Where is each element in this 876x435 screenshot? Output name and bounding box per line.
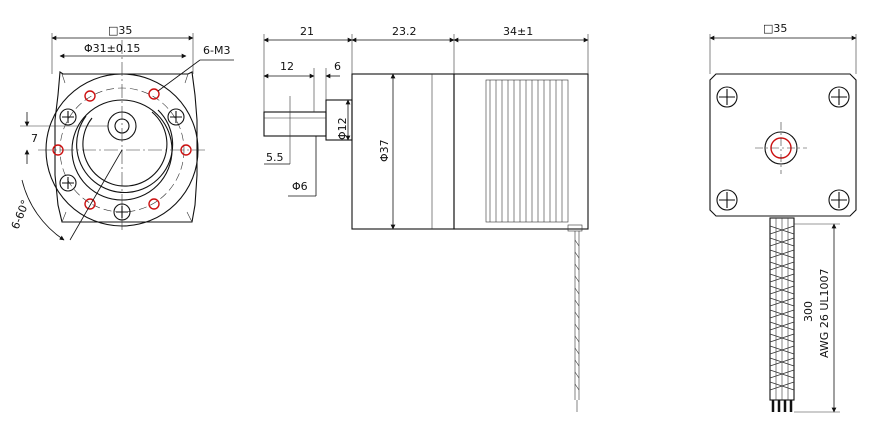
side-dim-motor: 34±1 [503,25,533,38]
side-dim-hub-dia: Φ12 [336,117,349,140]
front-offset-label: 7 [31,132,38,145]
front-screw-bottom [113,203,131,221]
front-hole-marker-1 [84,90,96,102]
front-screw-upper-left [59,108,77,126]
side-cable [574,231,580,412]
side-dim-hub-len: 12 [280,60,294,73]
rear-screw-top-left [716,86,738,108]
front-pitch-dia-label: Φ31±0.15 [84,42,140,55]
rear-wire-ends [771,400,793,412]
rear-lead-length: 300 [802,301,815,322]
side-fin-lines [489,80,563,222]
front-screw-lower-left [59,174,77,192]
rear-square-label: □35 [763,22,787,35]
rear-screw-top-right [828,86,850,108]
front-hole-marker-2 [148,88,160,100]
rear-wire-braid [775,218,789,400]
front-hole-marker-3 [52,144,64,156]
rear-screw-bottom-left [716,189,738,211]
rear-screw-bottom-right [828,189,850,211]
front-hole-marker-4 [180,144,192,156]
side-motor-fins [485,79,569,223]
side-dim-gearbox: 23.2 [392,25,417,38]
rear-wire-spec: AWG 26 UL1007 [818,269,831,359]
front-holes-label: 6-M3 [203,44,230,57]
side-dim-shaft-end: 6 [334,60,341,73]
side-dim-shaft-dia: Φ6 [292,180,308,193]
rear-view: □35 [709,22,857,413]
side-dim-flat: 5.5 [266,151,284,164]
front-flange-corner-marks [61,73,193,223]
front-gear-crescent [76,109,174,194]
rear-wire-braid-pattern [769,225,795,391]
front-square-label: □35 [108,24,132,37]
front-angle-label: 6-60° [9,198,32,231]
front-view: □35 Φ31±0.15 6-M3 7 6-60° [9,24,234,241]
front-holes-leader [157,59,201,92]
front-hole-marker-6 [148,198,160,210]
side-view: 21 23.2 34±1 12 6 5.5 Φ6 Φ12 Φ37 [263,25,589,412]
rear-center-boss [764,131,798,165]
side-output-shaft [263,111,327,137]
front-angle-radial [69,149,123,241]
front-hole-marker-5 [84,198,96,210]
rear-body-outline [709,73,857,217]
side-gearbox-body [351,73,455,230]
side-dim-body-dia: Φ37 [378,139,391,162]
front-screw-upper-right [167,108,185,126]
side-dim-output: 21 [300,25,314,38]
front-angle-arc [21,179,65,241]
side-cable-gland [567,224,583,232]
